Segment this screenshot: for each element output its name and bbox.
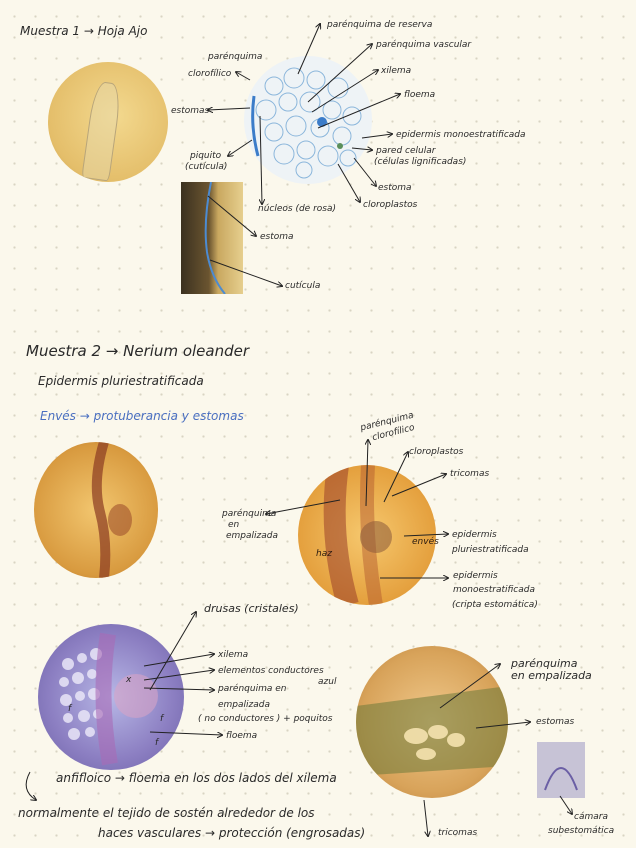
annotation-arrows: [0, 0, 636, 848]
